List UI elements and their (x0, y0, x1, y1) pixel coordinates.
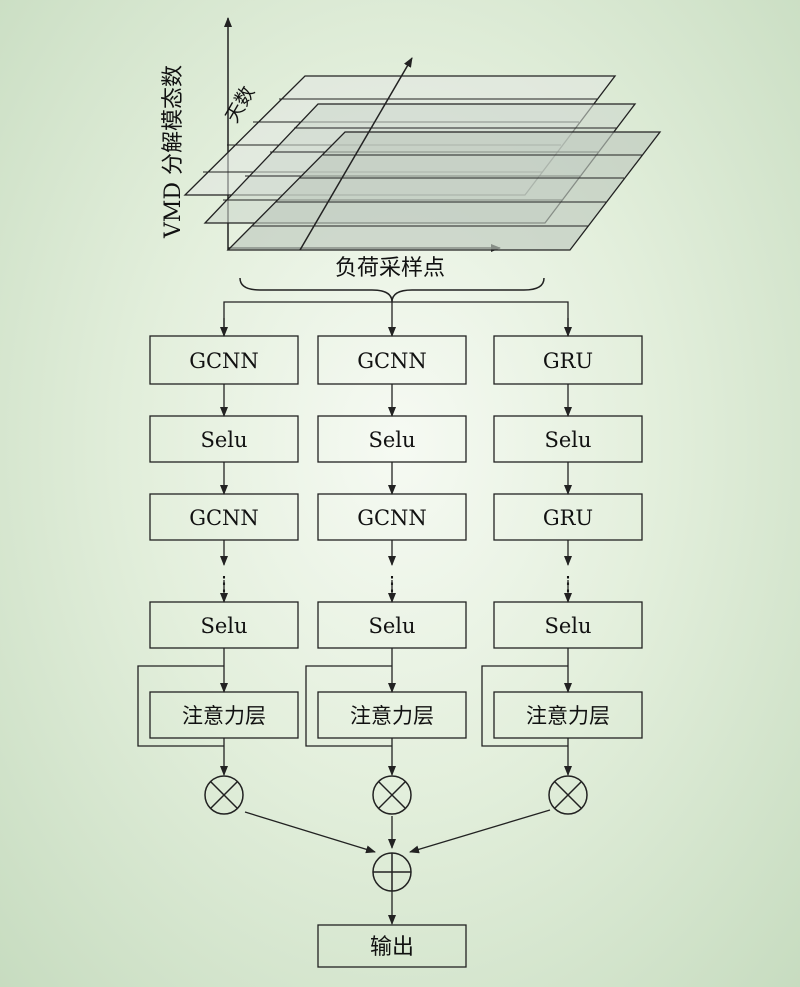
branch-2-act2-label: Selu (368, 614, 415, 638)
branches: GCNNSeluGCNN⋮Selu注意力层GCNNSeluGCNN⋮Selu注意… (137, 335, 643, 815)
branch-2-multiply-operator (372, 775, 412, 815)
branch-3-act2-label: Selu (544, 614, 591, 638)
branch-2-layer2-label: GCNN (357, 506, 427, 530)
branch-1-act1-label: Selu (200, 428, 247, 452)
output-label: 输出 (370, 935, 414, 960)
x-axis-label: 负荷采样点 (335, 256, 445, 281)
z-axis-label: 天数 (221, 83, 259, 127)
branch-1-multiply-operator (204, 775, 244, 815)
branch-1-layer1-label: GCNN (189, 349, 259, 373)
branch-1-skip-connection (137, 665, 224, 747)
branch-1-layer2-label: GCNN (189, 506, 259, 530)
branch-3-multiply-operator (548, 775, 588, 815)
branch-3-layer1-label: GRU (543, 349, 593, 373)
branch-3-attention-label: 注意力层 (526, 704, 610, 728)
output-box (317, 924, 467, 968)
branch-2-layer1-label: GCNN (357, 349, 427, 373)
branch-2-act1-label: Selu (368, 428, 415, 452)
branch-3-act1-label: Selu (544, 428, 591, 452)
data-sheet-front (226, 131, 662, 251)
input-brace (239, 277, 545, 303)
branch-2-attention-label: 注意力层 (350, 704, 434, 728)
branch-3-skip-connection (481, 665, 568, 747)
branch-1-act2-label: Selu (200, 614, 247, 638)
y-axis-label: VMD 分解模态数 (161, 65, 186, 239)
add-operator (372, 852, 412, 892)
branch-1-attention-label: 注意力层 (182, 704, 266, 728)
input-tensor-3d: VMD 分解模态数 天数 (161, 17, 662, 252)
branch-2-skip-connection (305, 665, 392, 747)
branch-3-layer2-label: GRU (543, 506, 593, 530)
